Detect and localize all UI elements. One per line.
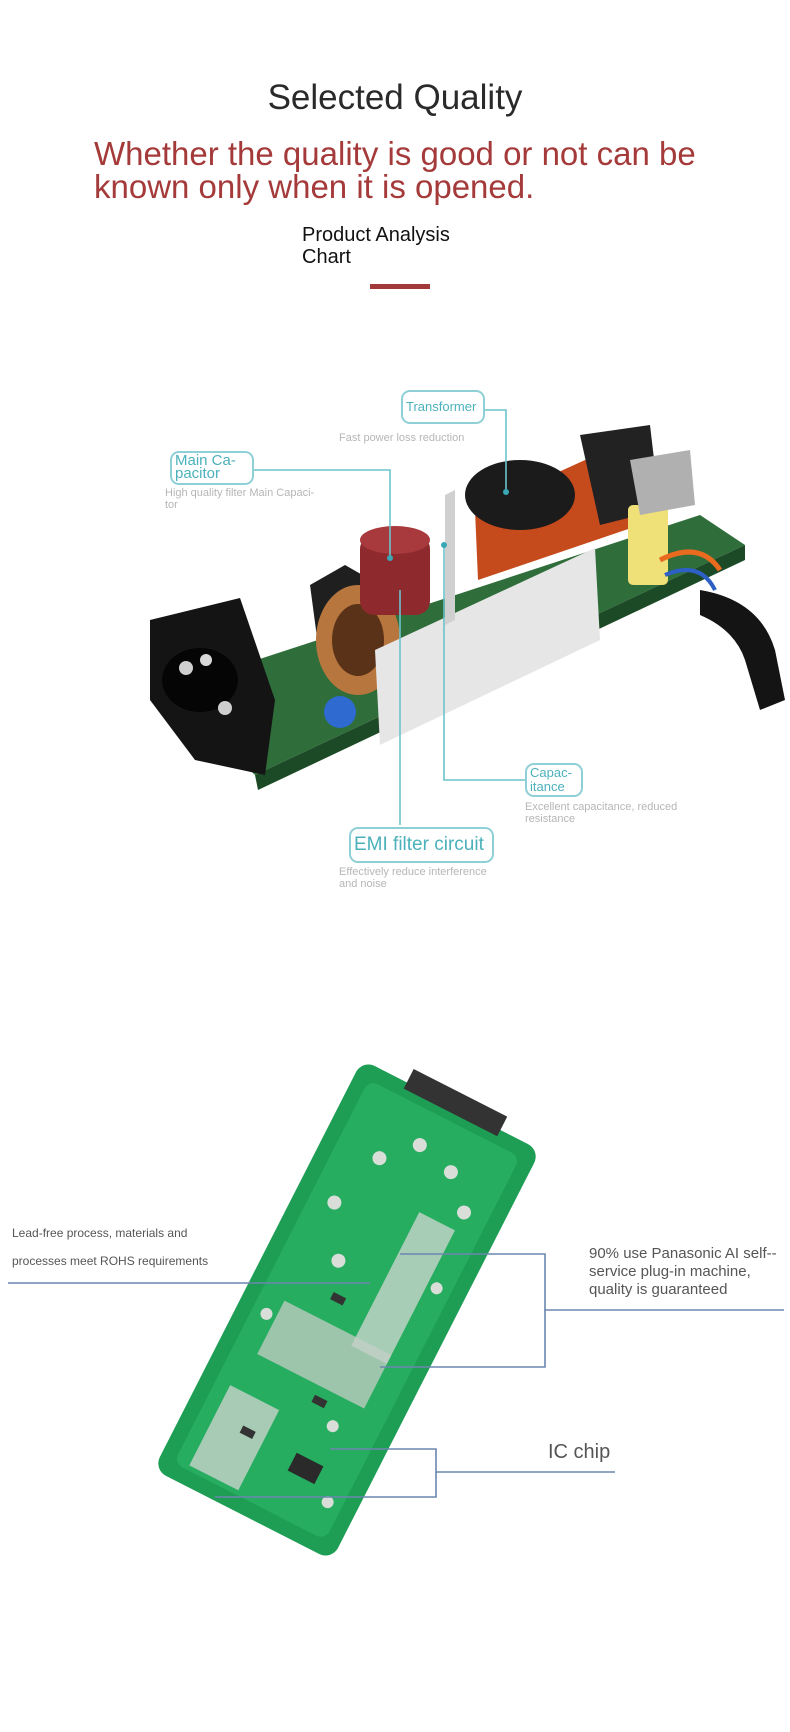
transformer-callout: Transformer: [401, 390, 485, 424]
capacitance-callout: Capac-itance: [525, 763, 583, 797]
divider-bar: [370, 284, 430, 289]
capacitance-label: Capac-itance: [530, 765, 572, 794]
pcb-board: [158, 1064, 536, 1556]
ic-chip-text: IC chip: [548, 1441, 611, 1463]
capacitance-desc: Excellent capacitance, reduced resistanc…: [525, 801, 678, 825]
transformer-label: Transformer: [406, 399, 477, 414]
page-title: Selected Quality: [267, 78, 523, 117]
lead-free-text: Lead-free process, materials and process…: [12, 1226, 209, 1268]
main-capacitor-desc: High quality filter Main Capaci-tor: [165, 487, 315, 511]
chart-label: Product Analysis Chart: [302, 224, 450, 268]
emi-filter-desc: Effectively reduce interference and nois…: [339, 866, 487, 890]
main-capacitor-callout: Main Ca-pacitor: [170, 451, 254, 485]
main-capacitor-label: Main Ca-pacitor: [175, 452, 236, 482]
page-subtitle: Whether the quality is good or not can b…: [94, 135, 696, 205]
transformer-desc: Fast power loss reduction: [339, 432, 465, 444]
emi-filter-label: EMI filter circuit: [354, 834, 484, 855]
panasonic-text: 90% use Panasonic AI self--service plug-…: [589, 1245, 777, 1298]
emi-filter-callout: EMI filter circuit: [349, 827, 494, 863]
